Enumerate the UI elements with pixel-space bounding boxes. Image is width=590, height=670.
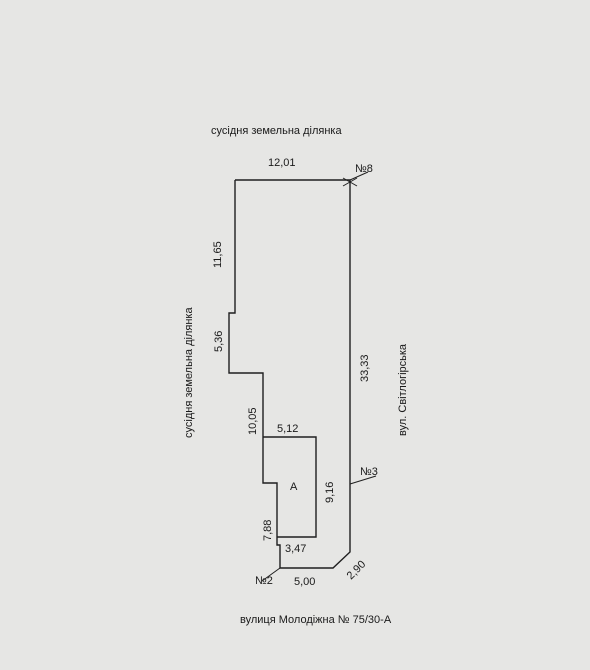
- dimension-bottom-diag: 2,90: [345, 558, 369, 582]
- dimension-left-notch: 5,36: [213, 331, 225, 352]
- point-p3-label: №3: [360, 466, 378, 478]
- dimension-left-lower: 7,88: [262, 520, 274, 541]
- dimension-left-upper: 11,65: [212, 241, 224, 268]
- plot-outline: [228, 179, 351, 569]
- point-p8-label: №8: [355, 163, 373, 175]
- dimension-building-top: 5,12: [277, 423, 298, 435]
- dimension-right: 33,33: [359, 354, 371, 382]
- right-edge-marker: [342, 177, 358, 187]
- point-p2-label: №2: [255, 575, 273, 587]
- neighbor-top-label: сусідня земельна ділянка: [211, 125, 342, 137]
- leader-p8: [349, 171, 369, 181]
- leader-p3: [349, 475, 377, 485]
- building-outline: [263, 436, 317, 538]
- street-right-label: вул. Світлогірська: [397, 343, 409, 436]
- leader-p2: [261, 567, 281, 582]
- dimension-building-bottom: 3,47: [285, 543, 306, 555]
- dimension-building-right: 9,16: [324, 482, 336, 503]
- neighbor-left-label: сусідня земельна ділянка: [183, 307, 195, 438]
- dimension-bottom: 5,00: [294, 576, 315, 588]
- caption: вулиця Молодіжна № 75/30-А: [240, 614, 392, 626]
- dimension-top: 12,01: [268, 157, 296, 169]
- dimension-left-middle: 10,05: [247, 407, 259, 435]
- building-label: А: [290, 481, 298, 493]
